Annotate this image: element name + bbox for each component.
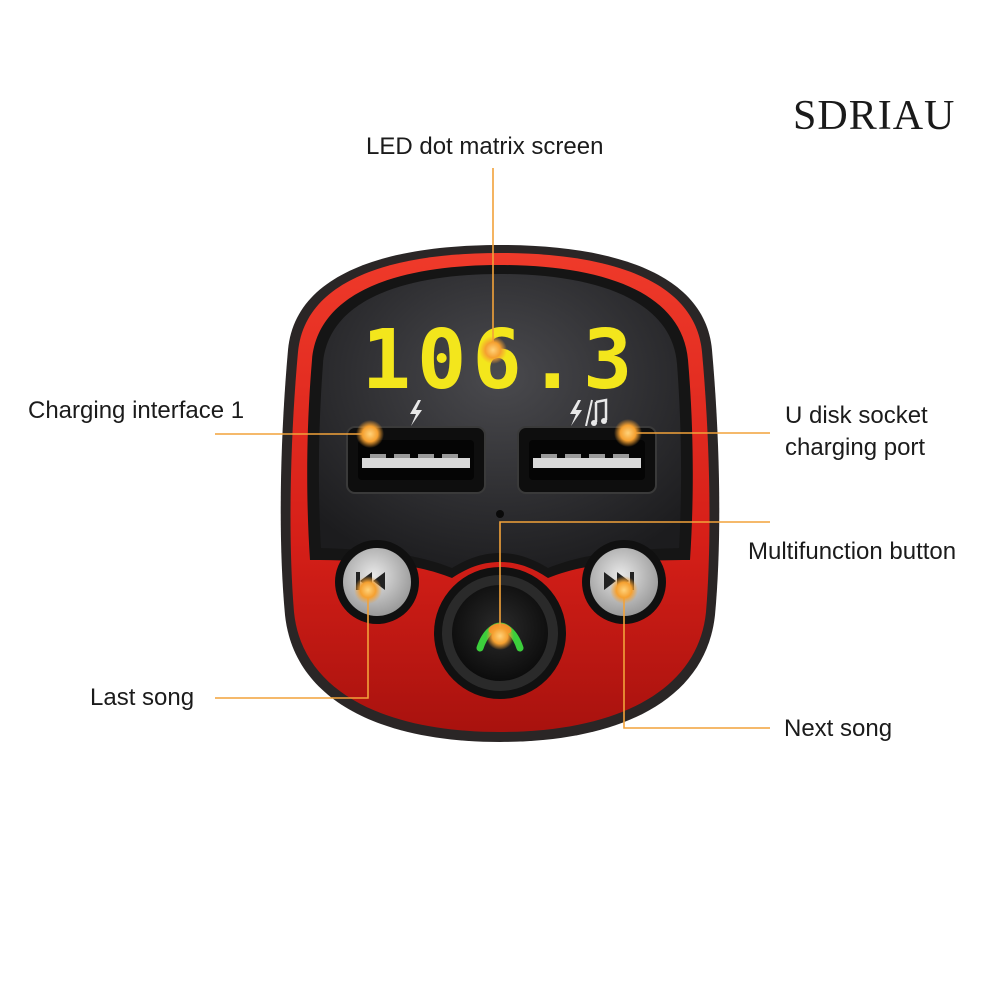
label-next-song: Next song — [784, 715, 893, 742]
label-charging-interface: Charging interface 1 — [28, 397, 245, 424]
label-u-disk-socket: U disk socket charging port — [785, 400, 928, 464]
microphone-hole — [496, 510, 504, 518]
usb-port-charging-1[interactable] — [346, 426, 486, 494]
label-multifunction-button: Multifunction button — [748, 538, 957, 565]
callout-dots — [354, 336, 642, 650]
screen-face — [318, 274, 682, 568]
lightning-icon — [410, 400, 422, 426]
callout-lines — [215, 168, 770, 729]
label-u-disk-line2: charging port — [785, 434, 926, 461]
brand-logo: SDRIAU — [793, 93, 956, 139]
label-led-screen: LED dot matrix screen — [366, 133, 604, 160]
label-last-song: Last song — [90, 684, 195, 711]
label-u-disk-line1: U disk socket — [785, 402, 928, 429]
lightning-music-icon — [570, 398, 608, 427]
